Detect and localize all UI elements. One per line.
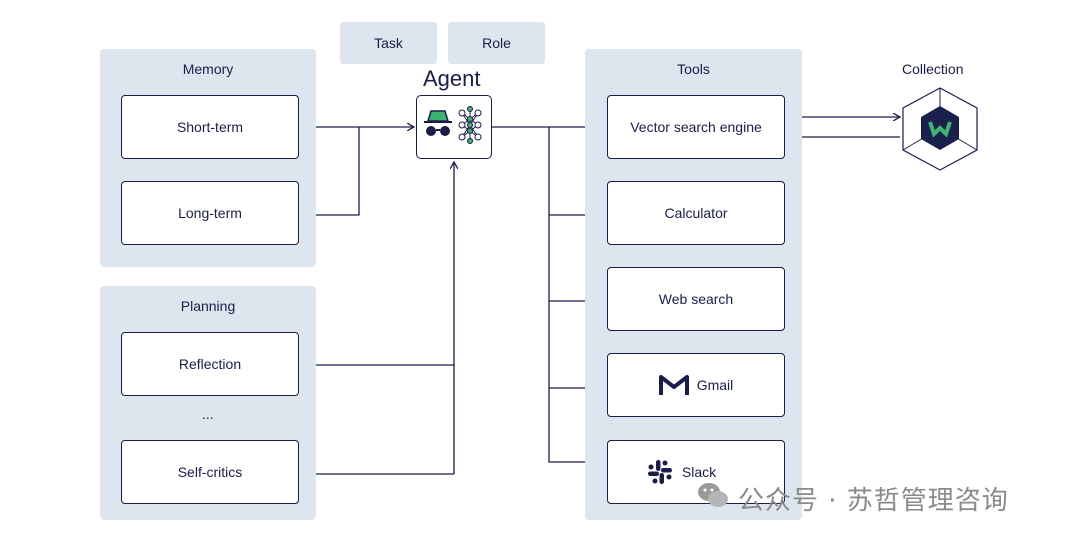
slack-icon (647, 460, 672, 484)
tool-gmail: Gmail (607, 353, 785, 417)
planning-title: Planning (180, 298, 236, 314)
agent-node (416, 95, 492, 159)
planning-ellipsis: ... (202, 406, 214, 422)
memory-short-term: Short-term (121, 95, 299, 159)
watermark-text: 公众号 · 苏哲管理咨询 (738, 486, 1009, 516)
tool-vector-search-engine: Vector search engine (607, 95, 785, 159)
tool-gmail-label: Gmail (696, 377, 734, 393)
collection-cube-icon (902, 87, 978, 171)
tools-title: Tools (677, 61, 710, 77)
collection-title: Collection (902, 61, 964, 77)
link-agent-long-term (302, 127, 360, 215)
planning-reflection: Reflection (121, 332, 299, 396)
gmail-icon (658, 375, 689, 395)
memory-title: Memory (182, 61, 234, 77)
task-tag: Task (340, 22, 437, 64)
role-tag: Role (448, 22, 545, 64)
memory-long-term: Long-term (121, 181, 299, 245)
tool-calculator: Calculator (607, 181, 785, 245)
wechat-icon (698, 483, 728, 507)
spy-agent-icon (423, 109, 452, 136)
tool-slack-label: Slack (681, 464, 717, 480)
neural-network-icon (458, 105, 481, 144)
planning-self-critics: Self-critics (121, 440, 299, 504)
agent-title: Agent (423, 66, 481, 91)
tool-web-search: Web search (607, 267, 785, 331)
tool-slack: Slack (607, 440, 785, 504)
